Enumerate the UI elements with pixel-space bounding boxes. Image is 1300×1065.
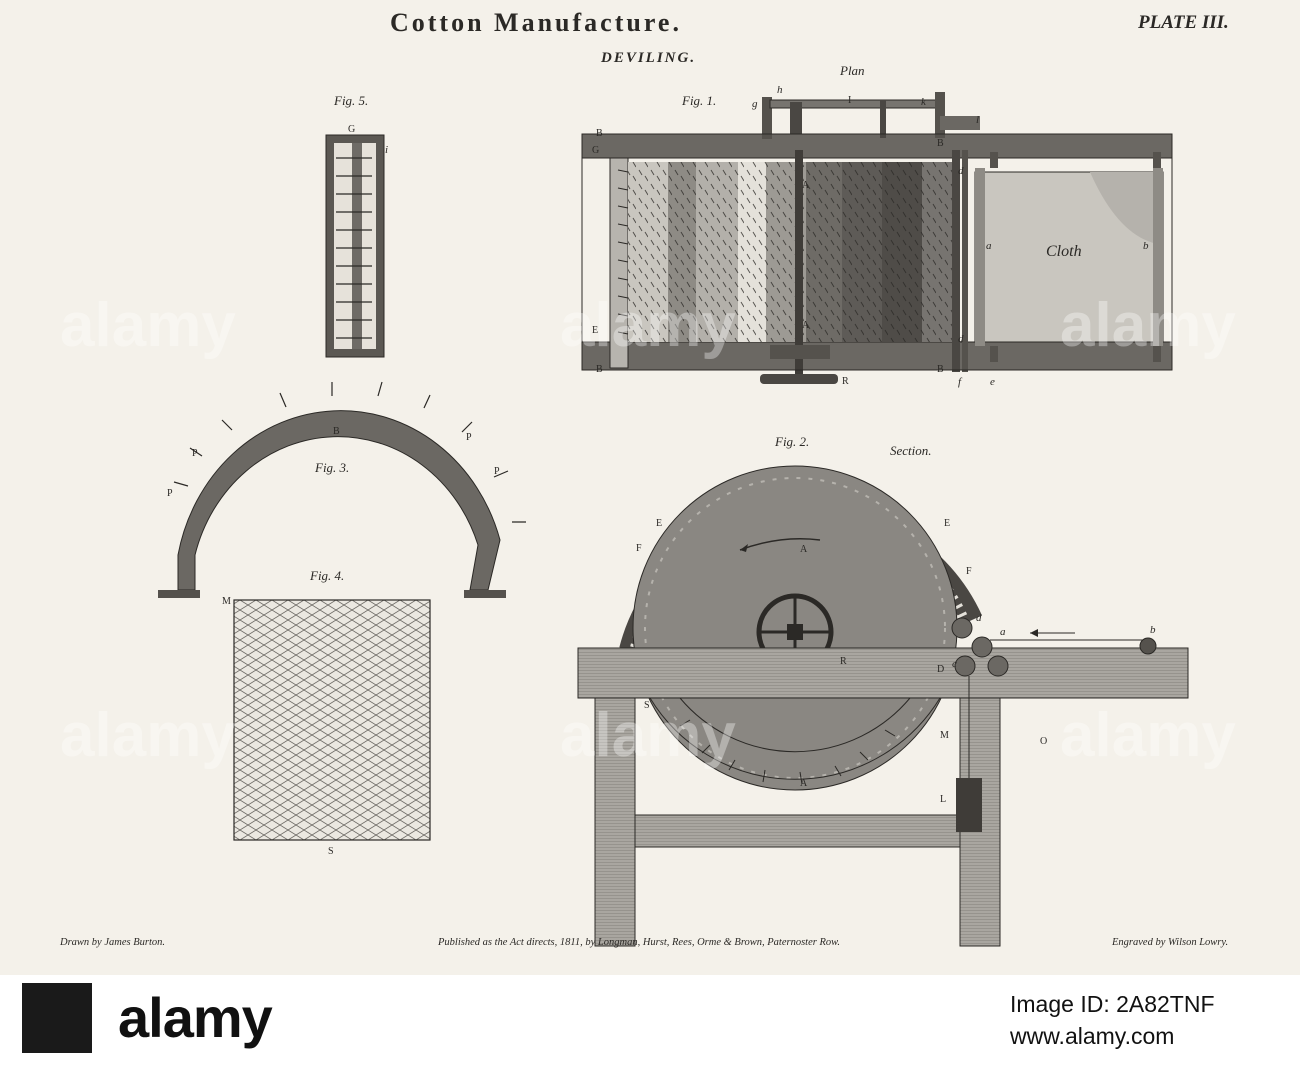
fig1-label-G: G xyxy=(592,145,600,156)
fig4-label-M: M xyxy=(222,596,231,607)
plate-title: Cotton Manufacture. xyxy=(390,8,682,37)
fig2-label-c: c xyxy=(952,658,957,670)
fig2-label-d: d xyxy=(976,612,982,624)
fig1-label-h: h xyxy=(777,84,783,96)
fig3-label-P1: P xyxy=(192,448,198,459)
watermark: alamy xyxy=(560,291,736,360)
fig2-label-R: R xyxy=(840,656,847,667)
fig2-label-L: L xyxy=(940,794,947,805)
fig1-label-d-bot: d xyxy=(958,333,964,345)
fig2-label-M: M xyxy=(940,730,949,741)
fig1-label-b: b xyxy=(1143,240,1149,252)
fig3-label-B: B xyxy=(333,426,340,437)
fig5-label-i: i xyxy=(385,144,389,156)
credit-engraved-by: Engraved by Wilson Lowry. xyxy=(1112,937,1229,948)
fig1-label-R: R xyxy=(842,376,849,387)
fig1-label-B-bl: B xyxy=(596,364,603,375)
plate-subtitle: DEVILING. xyxy=(601,50,697,66)
fig4-label-S: S xyxy=(328,846,334,857)
fig1-plan-view xyxy=(581,92,1173,384)
fig1-label-E: E xyxy=(592,325,599,336)
fig3-label-P3: P xyxy=(466,432,472,443)
caption-fig3: Fig. 3. xyxy=(315,460,350,475)
site-url[interactable]: www.alamy.com xyxy=(1010,1023,1175,1049)
alamy-logo xyxy=(22,983,92,1053)
watermark: alamy xyxy=(560,701,736,770)
fig2-label-S: S xyxy=(644,700,650,711)
caption-plan: Plan xyxy=(840,63,865,78)
caption-fig4: Fig. 4. xyxy=(310,568,345,583)
fig4-lattice-grid xyxy=(233,599,431,841)
caption-fig1: Fig. 1. xyxy=(682,93,717,108)
watermark: alamy xyxy=(60,291,236,360)
stock-footer: alamy Image ID: 2A82TNF www.alamy.com xyxy=(0,975,1300,1065)
fig2-label-E-right: E xyxy=(944,518,951,529)
fig2-label-b: b xyxy=(1150,624,1156,636)
fig1-label-B-tl: B xyxy=(596,128,603,139)
caption-fig2: Fig. 2. xyxy=(775,434,810,449)
watermark: alamy xyxy=(1060,291,1236,360)
fig1-label-d-top: d xyxy=(958,165,964,177)
fig2-label-a: a xyxy=(1000,626,1006,638)
caption-section: Section. xyxy=(890,443,932,458)
fig1-label-a: a xyxy=(986,240,992,252)
plate-number: PLATE III. xyxy=(1138,12,1229,33)
fig2-label-A-bot: A xyxy=(800,778,808,789)
fig3-label-P2: P xyxy=(167,488,173,499)
watermark: alamy xyxy=(60,701,236,770)
plate-drawing xyxy=(158,92,1189,947)
watermark: alamy xyxy=(1060,701,1236,770)
image-id: Image ID: 2A82TNF xyxy=(1010,991,1215,1017)
alamy-logo-text: alamy xyxy=(118,986,273,1049)
caption-fig5: Fig. 5. xyxy=(334,93,369,108)
fig1-label-k: k xyxy=(921,96,926,108)
fig2-label-D: D xyxy=(937,664,945,675)
fig2-label-A-top: A xyxy=(800,544,808,555)
fig1-label-g: g xyxy=(752,98,758,110)
fig2-label-F-left: F xyxy=(636,543,642,554)
fig1-label-A-top: A xyxy=(802,180,810,191)
fig2-label-O: O xyxy=(1040,736,1048,747)
engraving-plate: Cotton Manufacture. PLATE III. DEVILING.… xyxy=(0,0,1300,975)
fig2-section-view xyxy=(577,465,1189,947)
fig1-label-e: e xyxy=(990,376,995,388)
fig3-label-P4: P xyxy=(494,466,500,477)
fig1-label-B-br: B xyxy=(937,364,944,375)
credit-drawn-by: Drawn by James Burton. xyxy=(60,937,165,948)
fig2-label-E-left: E xyxy=(656,518,663,529)
fig1-label-B-tr: B xyxy=(937,138,944,149)
fig2-label-F-right: F xyxy=(966,566,972,577)
fig3-arch xyxy=(158,381,526,598)
fig1-label-I: I xyxy=(848,95,852,106)
fig1-label-l: l xyxy=(976,114,980,126)
fig1-label-A-bot: A xyxy=(802,320,810,331)
fig5-spike-bar xyxy=(325,134,385,358)
caption-cloth: Cloth xyxy=(1046,243,1082,260)
credit-published: Published as the Act directs, 1811, by L… xyxy=(438,937,840,948)
fig1-label-f: f xyxy=(958,376,962,388)
fig5-label-G: G xyxy=(348,124,356,135)
